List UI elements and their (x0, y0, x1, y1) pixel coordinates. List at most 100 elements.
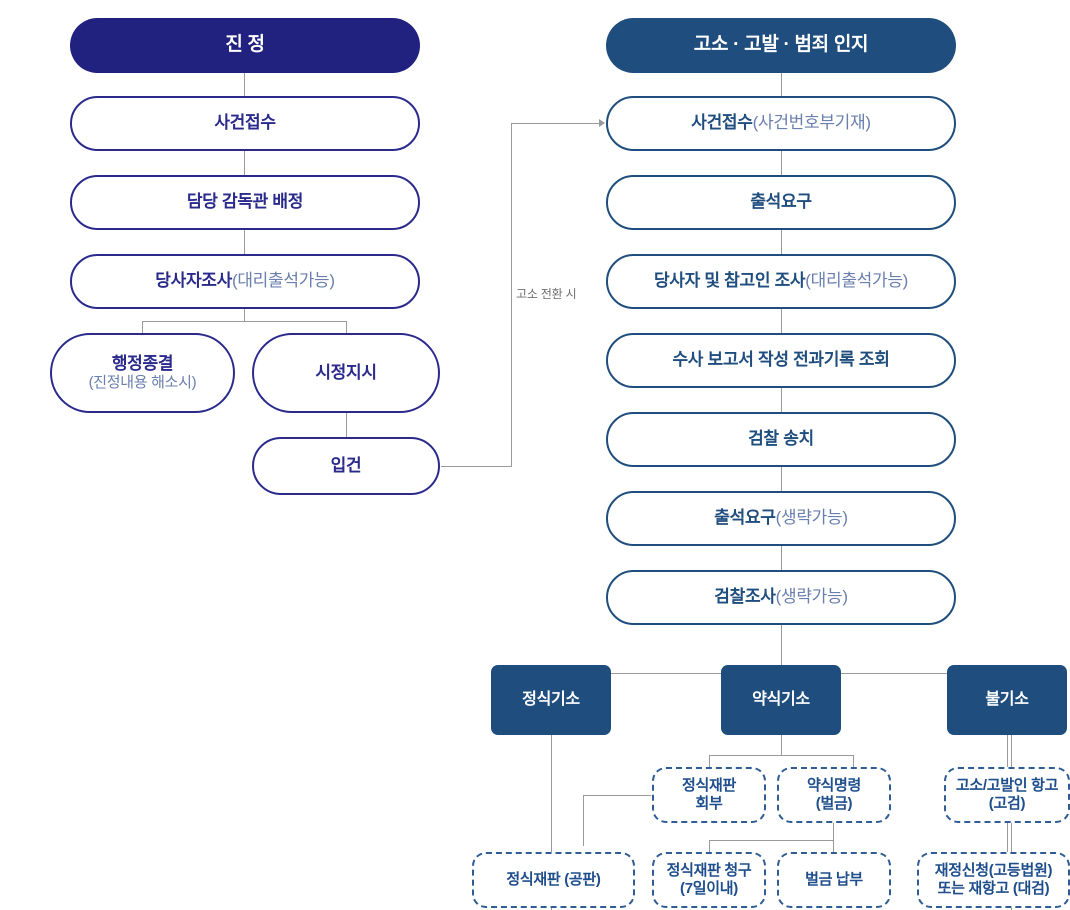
right-node-case-reception[interactable]: 사건접수(사건번호부기재) (606, 96, 956, 151)
right-node-prosecutor-investigation[interactable]: 검찰조사(생략가능) (606, 570, 956, 625)
connector-line (1007, 735, 1008, 767)
connector-line (781, 151, 782, 175)
decision-label: 약식기소 (752, 691, 810, 709)
left-node-book-case[interactable]: 입건 (252, 437, 440, 495)
right-header-complaint[interactable]: 고소 · 고발 · 범죄 인지 (606, 18, 956, 73)
connector-line (709, 840, 833, 841)
right-node-label-wrap: 출석요구(생략가능) (608, 508, 954, 528)
connector-line (511, 123, 601, 124)
right-node-label-wrap: 검찰조사(생략가능) (608, 587, 954, 607)
connector-line (244, 230, 245, 254)
connector-line (709, 840, 710, 852)
outcome-label-1: 정식재판 (공판) (506, 871, 601, 888)
right-node-label: 검찰조사 (714, 587, 776, 607)
outcome-summary-order-fine[interactable]: 약식명령(벌금) (777, 767, 891, 823)
connector-line (142, 321, 143, 333)
left-node-admin-closure[interactable]: 행정종결(진정내용 해소시) (50, 333, 235, 413)
outcome-label-2: (7일이내) (680, 880, 738, 897)
connector-line (853, 755, 854, 767)
left-node-label: 사건접수 (214, 113, 276, 133)
connector-line (781, 467, 782, 491)
left-header-label: 진 정 (225, 34, 265, 56)
connector-line (709, 755, 710, 767)
left-node-label: 시정지시 (315, 362, 377, 382)
left-node-suffix: (대리출석가능) (231, 271, 335, 291)
connector-line (583, 795, 651, 796)
connector-label-goso: 고소 전환 시 (516, 287, 577, 301)
outcome-label-wrap: 약식명령(벌금) (779, 777, 889, 813)
connector-line (781, 72, 782, 96)
connector-line (833, 823, 834, 840)
left-node-label-wrap: 행정종결(진정내용 해소시) (52, 354, 233, 392)
right-header-label: 고소 · 고발 · 범죄 인지 (693, 34, 869, 56)
left-node-subline: (진정내용 해소시) (88, 374, 197, 392)
decision-label: 불기소 (985, 691, 1029, 709)
connector-line (142, 321, 346, 322)
outcome-label-wrap: 재정신청(고등법원)또는 재항고 (대검) (919, 862, 1068, 898)
connector-line (781, 230, 782, 254)
outcome-label-1: 정식재판 (681, 777, 736, 794)
outcome-label-2: (벌금) (815, 795, 853, 812)
decision-formal-indictment[interactable]: 정식기소 (491, 665, 611, 735)
right-node-label: 출석요구 (714, 508, 776, 528)
connector-arrow-icon (599, 119, 605, 127)
right-node-label: 사건접수 (691, 113, 753, 133)
connector-line (781, 309, 782, 333)
right-node-label: 출석요구 (750, 192, 812, 212)
outcome-fine-payment[interactable]: 벌금 납부 (777, 852, 891, 908)
left-node-supervisor-assignment[interactable]: 담당 감독관 배정 (70, 175, 420, 230)
left-node-case-reception[interactable]: 사건접수 (70, 96, 420, 151)
connector-line (781, 625, 782, 673)
outcome-adjudication-request[interactable]: 재정신청(고등법원)또는 재항고 (대검) (917, 852, 1070, 908)
outcome-label-2: (고검) (988, 795, 1026, 812)
left-node-label: 입건 (330, 455, 362, 475)
right-node-suffix: (생략가능) (775, 587, 848, 607)
right-node-label: 검찰 송치 (748, 429, 814, 449)
connector-line (781, 388, 782, 412)
left-node-label: 행정종결 (111, 353, 174, 373)
decision-summary-indictment[interactable]: 약식기소 (721, 665, 841, 735)
outcome-formal-trial-request[interactable]: 정식재판 청구(7일이내) (652, 852, 766, 908)
left-node-label: 당사자조사 (155, 271, 232, 291)
outcome-label-1: 벌금 납부 (805, 871, 863, 888)
right-node-attendance-request-optional[interactable]: 출석요구(생략가능) (606, 491, 956, 546)
left-node-party-investigation[interactable]: 당사자조사(대리출석가능) (70, 254, 420, 309)
connector-line (346, 413, 347, 437)
connector-line (441, 466, 511, 467)
outcome-label-2: 또는 재항고 (대검) (937, 880, 1050, 897)
connector-line (244, 151, 245, 175)
outcome-label-wrap: 고소/고발인 항고(고검) (946, 777, 1068, 813)
left-header-jinjeong[interactable]: 진 정 (70, 18, 420, 73)
outcome-complainant-appeal[interactable]: 고소/고발인 항고(고검) (944, 767, 1070, 823)
right-node-attendance-request[interactable]: 출석요구 (606, 175, 956, 230)
right-node-suffix: (생략가능) (775, 508, 848, 528)
decision-label: 정식기소 (522, 691, 580, 709)
outcome-formal-trial[interactable]: 정식재판 (공판) (472, 852, 635, 908)
connector-line (833, 840, 834, 852)
right-node-party-witness-investigation[interactable]: 당사자 및 참고인 조사(대리출석가능) (606, 254, 956, 309)
connector-line (346, 321, 347, 333)
connector-line (551, 735, 552, 846)
connector-line (511, 123, 512, 467)
connector-line (244, 72, 245, 96)
connector-line (583, 795, 584, 846)
right-node-label: 당사자 및 참고인 조사 (653, 271, 806, 291)
connector-line (781, 735, 782, 755)
right-node-investigation-report[interactable]: 수사 보고서 작성 전과기록 조회 (606, 333, 956, 388)
right-node-prosecution-transfer[interactable]: 검찰 송치 (606, 412, 956, 467)
outcome-label-1: 약식명령 (806, 777, 861, 794)
connector-line (709, 755, 854, 756)
outcome-label-2: 회부 (695, 795, 723, 812)
left-node-label: 담당 감독관 배정 (186, 192, 304, 212)
connector-line (244, 309, 245, 321)
right-node-suffix: (사건번호부기재) (752, 113, 871, 133)
outcome-label-wrap: 정식재판 청구(7일이내) (654, 862, 764, 898)
left-node-corrective-order[interactable]: 시정지시 (252, 333, 440, 413)
right-node-label: 수사 보고서 작성 전과기록 조회 (672, 350, 890, 370)
connector-line (1007, 823, 1008, 852)
decision-non-indictment[interactable]: 불기소 (947, 665, 1067, 735)
left-node-label-wrap: 당사자조사(대리출석가능) (72, 271, 418, 291)
